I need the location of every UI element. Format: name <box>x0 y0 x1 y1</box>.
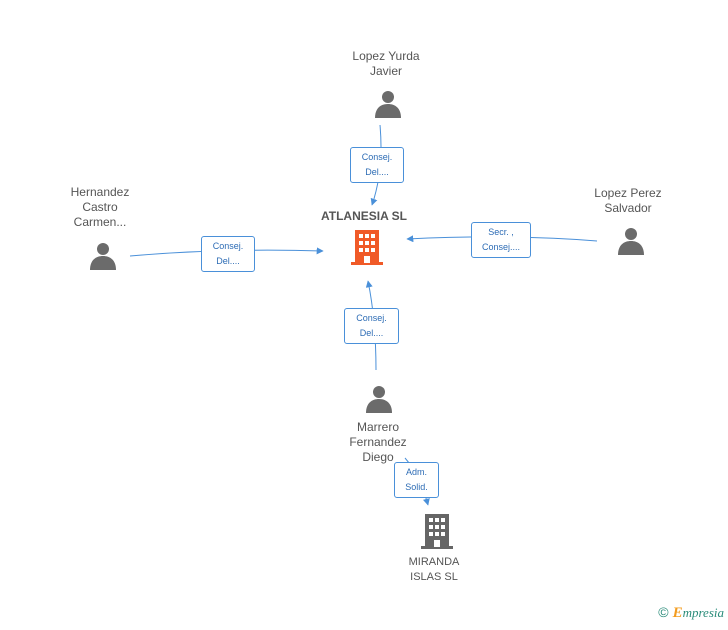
brand-logo-e: E <box>672 605 683 621</box>
role-line: Del.... <box>359 328 384 338</box>
role-line: Consej. <box>361 152 393 162</box>
role-line: Solid. <box>405 482 428 492</box>
person-name-lopez-yurda[interactable]: Lopez Yurda Javier <box>352 49 420 78</box>
person-name-lopez-perez[interactable]: Lopez Perez Salvador <box>594 186 662 215</box>
person-icon[interactable] <box>616 225 646 255</box>
footer-brand: ©Empresia <box>658 604 724 622</box>
person-icon[interactable] <box>88 240 118 270</box>
role-line: Secr. , <box>488 227 514 237</box>
building-icon-miranda[interactable] <box>420 512 454 550</box>
main-company-name[interactable]: ATLANESIA SL <box>321 209 407 223</box>
person-name-marrero[interactable]: Marrero Fernandez Diego <box>349 420 407 464</box>
role-box-lopez-yurda[interactable]: Consej. Del.... <box>350 147 404 183</box>
role-line: Consej.... <box>481 242 521 252</box>
brand-name: mpresia <box>682 605 724 620</box>
person-name-hernandez[interactable]: Hernandez Castro Carmen... <box>70 185 130 229</box>
person-icon[interactable] <box>364 383 394 413</box>
company-name-miranda[interactable]: MIRANDA ISLAS SL <box>408 556 460 583</box>
role-line: Consej. <box>356 313 387 323</box>
copyright-symbol: © <box>658 604 669 620</box>
building-icon-main[interactable] <box>350 228 384 266</box>
role-box-marrero[interactable]: Consej. Del.... <box>344 308 399 344</box>
role-line: Consej. <box>212 241 244 251</box>
role-box-hernandez[interactable]: Consej. Del.... <box>201 236 255 272</box>
role-box-lopez-perez[interactable]: Secr. , Consej.... <box>471 222 531 258</box>
role-line: Del.... <box>365 167 389 177</box>
person-icon[interactable] <box>373 88 403 118</box>
role-box-miranda[interactable]: Adm. Solid. <box>394 462 439 498</box>
role-line: Del.... <box>216 256 240 266</box>
role-line: Adm. <box>405 467 427 477</box>
